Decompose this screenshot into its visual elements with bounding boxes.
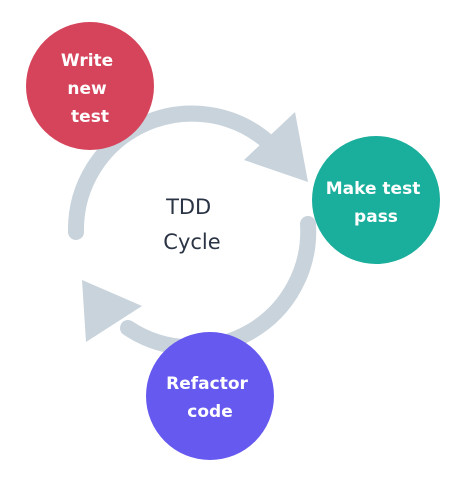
cycle-arrows <box>67 105 317 356</box>
node-refactor-code-line-1: Refactor <box>166 374 248 394</box>
center-title-line-1: TDD <box>165 195 211 219</box>
arc-bottom <box>120 216 317 356</box>
node-write-new-test-line-2: new <box>67 79 107 99</box>
node-write-new-test-line-3: test <box>71 107 109 127</box>
arrowhead-bottom <box>82 280 142 342</box>
node-make-test-pass-label: Make test pass <box>326 179 427 227</box>
center-title-line-2: Cycle <box>163 230 220 254</box>
node-write-new-test: Write new test <box>26 22 154 150</box>
node-make-test-pass-line-2: pass <box>354 207 398 227</box>
node-write-new-test-line-1: Write <box>61 51 113 71</box>
center-title: TDD Cycle <box>163 195 220 254</box>
node-make-test-pass: Make test pass <box>312 136 440 264</box>
arrowhead-top <box>244 112 308 182</box>
node-make-test-pass-line-1: Make test <box>326 179 421 199</box>
arc-top <box>67 105 276 240</box>
node-write-new-test-circle <box>26 22 154 150</box>
node-refactor-code: Refactor code <box>146 332 274 460</box>
node-refactor-code-circle <box>146 332 274 460</box>
node-refactor-code-line-2: code <box>187 402 232 422</box>
node-make-test-pass-circle <box>312 136 440 264</box>
node-refactor-code-label: Refactor code <box>166 374 254 422</box>
node-write-new-test-label: Write new test <box>61 51 119 127</box>
